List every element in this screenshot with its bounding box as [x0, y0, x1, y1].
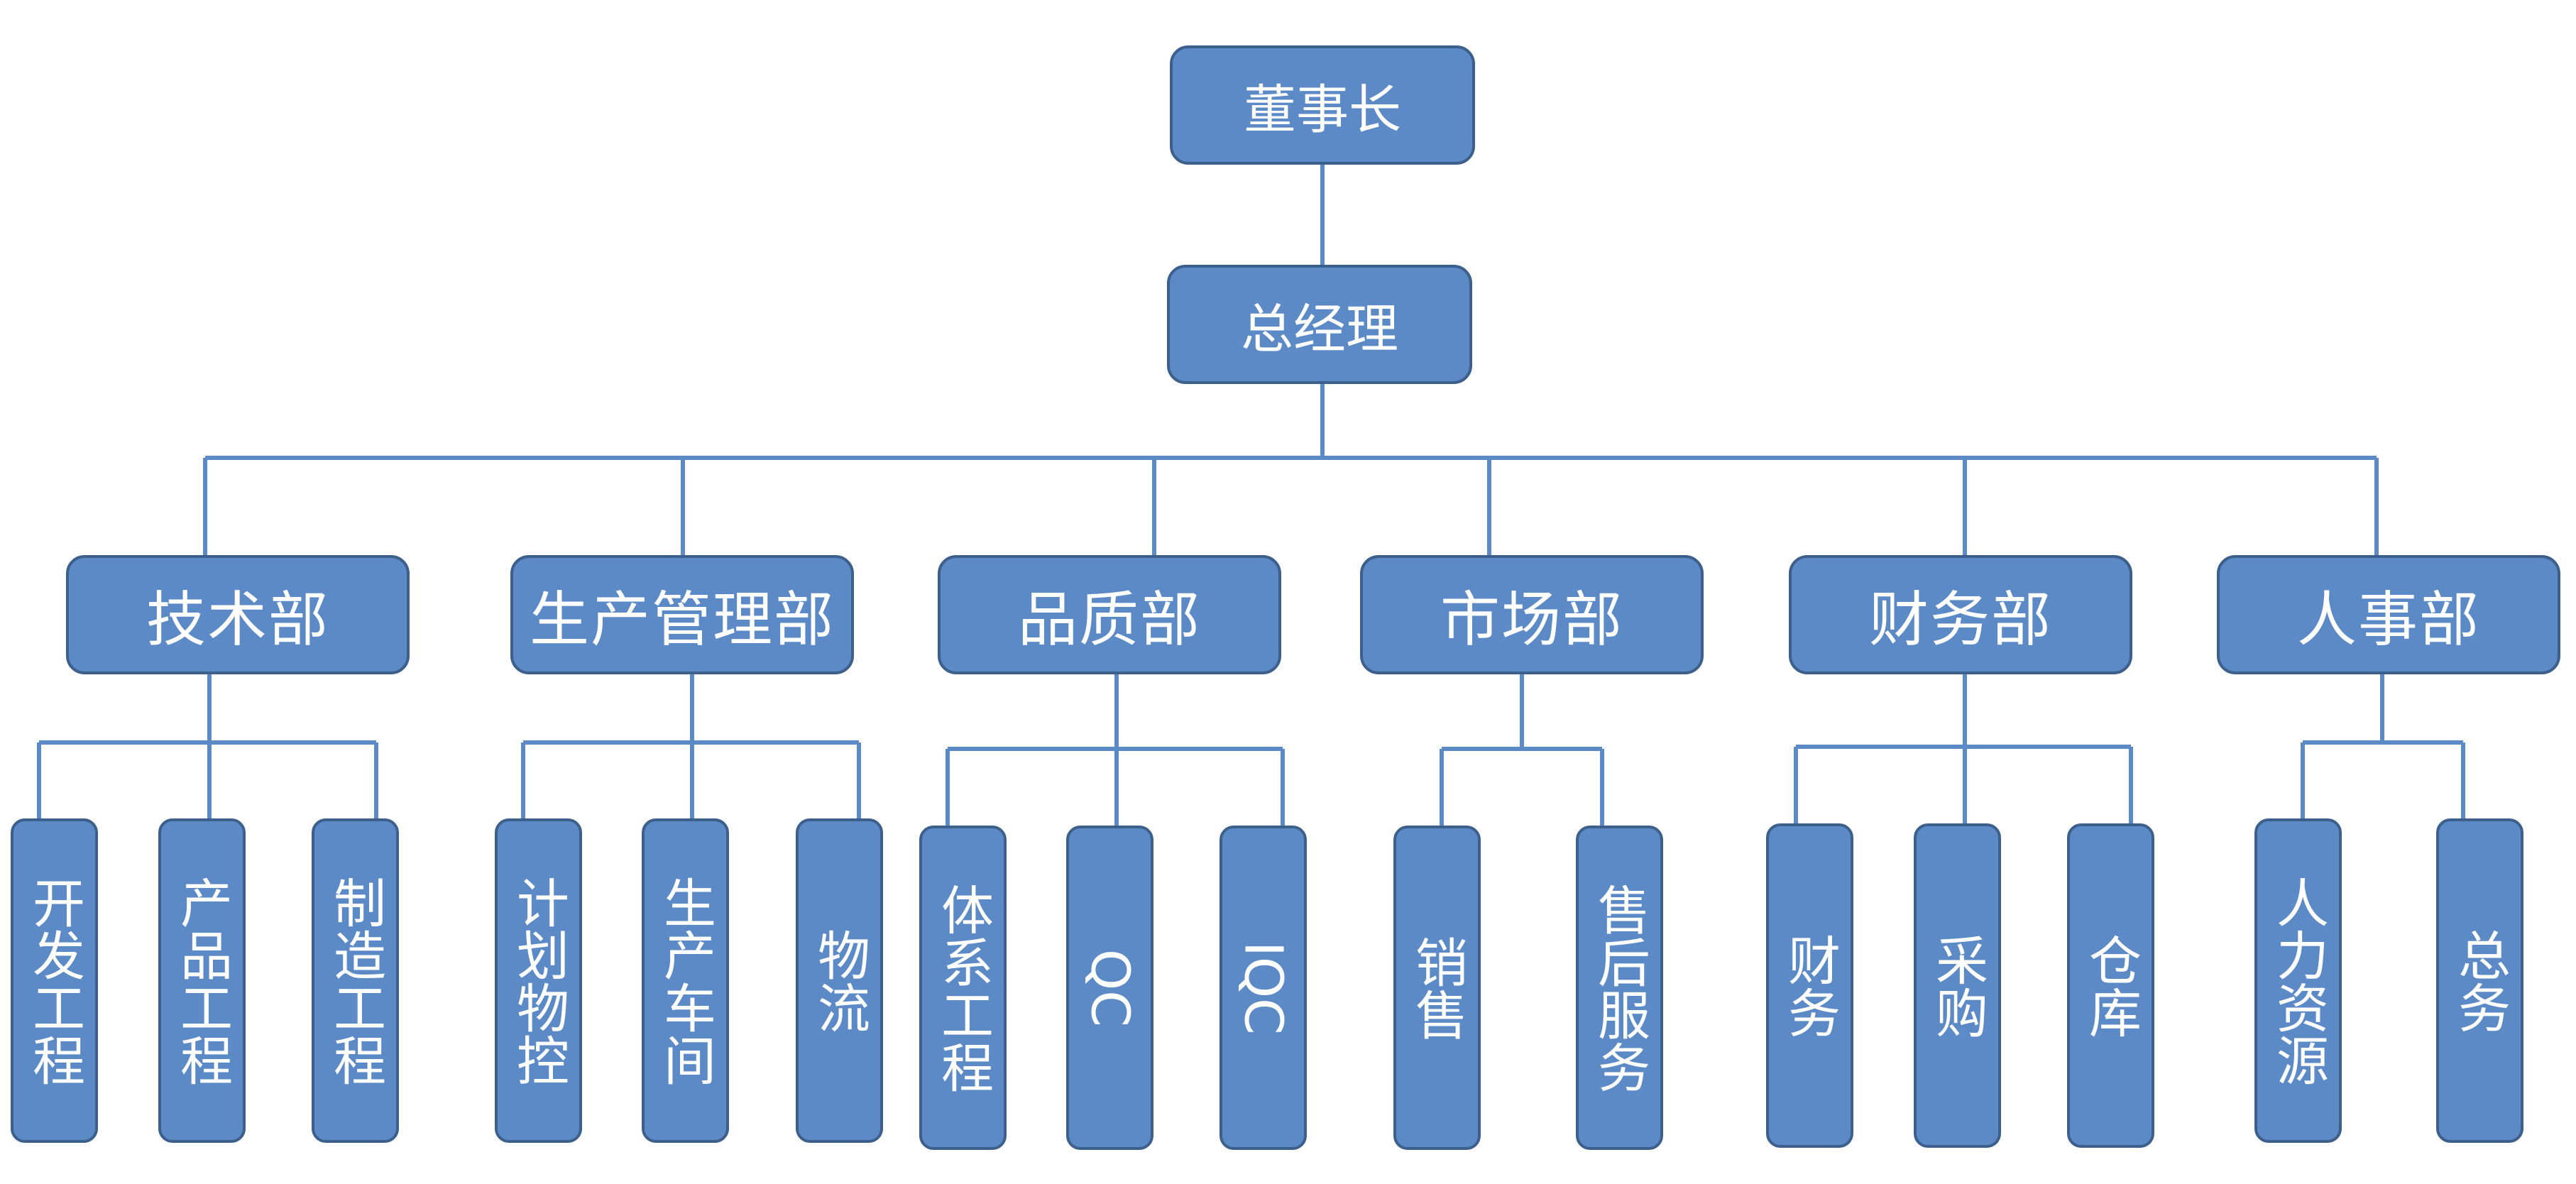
- department-node: 品质部: [938, 555, 1281, 674]
- department-node: 财务部: [1789, 555, 2132, 674]
- department-node: 技术部: [66, 555, 410, 674]
- ceo-node: 总经理: [1167, 265, 1472, 384]
- team-node: 人力资源: [2254, 818, 2342, 1143]
- team-node: 开发工程: [11, 818, 98, 1143]
- team-node: 仓库: [2067, 823, 2154, 1148]
- team-node: 体系工程: [919, 826, 1007, 1150]
- team-node: 总务: [2436, 818, 2523, 1143]
- team-node: 财务: [1766, 823, 1853, 1148]
- team-node: 采购: [1914, 823, 2001, 1148]
- team-node: 售后服务: [1576, 826, 1663, 1150]
- team-node: 产品工程: [158, 818, 246, 1143]
- team-node: QC: [1066, 826, 1153, 1150]
- department-node: 人事部: [2217, 555, 2560, 674]
- team-node: 计划物控: [495, 818, 582, 1143]
- team-node: 生产车间: [642, 818, 729, 1143]
- team-node: 制造工程: [312, 818, 399, 1143]
- team-node: IQC: [1220, 826, 1307, 1150]
- root-node: 董事长: [1170, 45, 1475, 165]
- department-node: 市场部: [1360, 555, 1704, 674]
- team-node: 物流: [796, 818, 883, 1143]
- team-node: 销售: [1393, 826, 1481, 1150]
- department-node: 生产管理部: [510, 555, 854, 674]
- connector-lines: [37, 165, 2465, 826]
